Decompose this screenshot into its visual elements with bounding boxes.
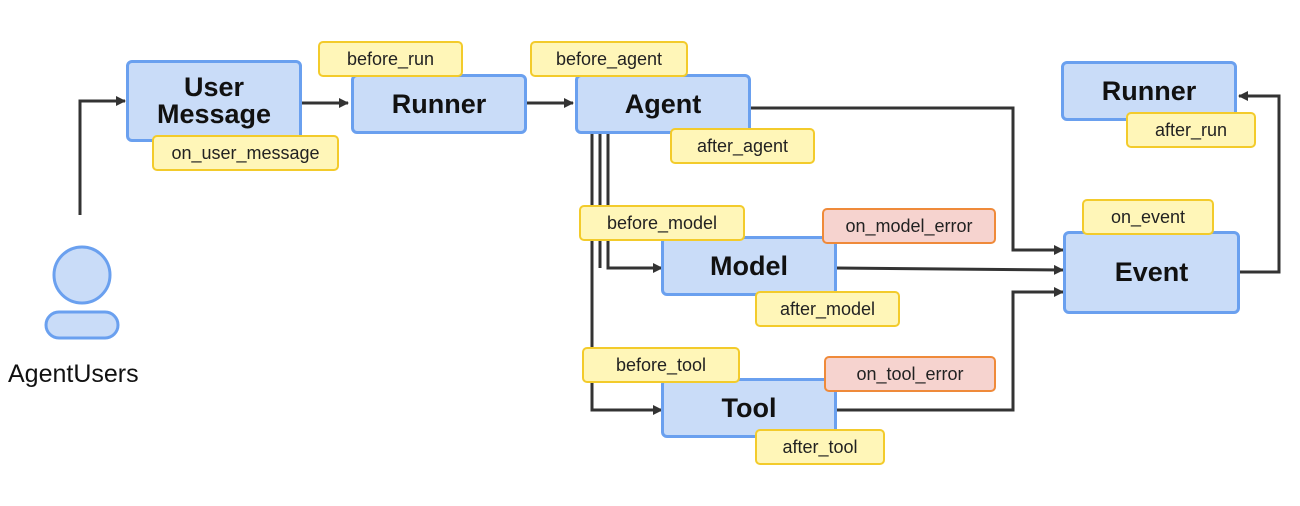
- arrow-event-to-runner: [1238, 91, 1281, 274]
- person-icon: [44, 245, 120, 340]
- callback-before-model: before_model: [579, 205, 745, 241]
- arrow-model-to-event: [835, 264, 1064, 275]
- arrow-user-to-message: [78, 96, 126, 215]
- node-runner: Runner: [351, 74, 527, 134]
- arrow-agent-to-model: [606, 134, 663, 273]
- callback-after-tool: after_tool: [755, 429, 885, 465]
- node-model: Model: [661, 236, 837, 296]
- arrow-tool-to-event: [836, 287, 1064, 412]
- node-runner-end: Runner: [1061, 61, 1237, 121]
- callback-after-agent: after_agent: [670, 128, 815, 164]
- callback-after-run: after_run: [1126, 112, 1256, 148]
- callback-before-tool: before_tool: [582, 347, 740, 383]
- node-agent: Agent: [575, 74, 751, 134]
- node-event: Event: [1063, 231, 1240, 314]
- actor-label: AgentUsers: [8, 360, 139, 388]
- arrow-agent-to-event: [750, 106, 1064, 255]
- node-tool: Tool: [661, 378, 837, 438]
- callback-after-model: after_model: [755, 291, 900, 327]
- callback-before-run: before_run: [318, 41, 463, 77]
- node-user-message: User Message: [126, 60, 302, 142]
- callback-on-model-error: on_model_error: [822, 208, 996, 244]
- callback-on-event: on_event: [1082, 199, 1214, 235]
- callback-on-user-message: on_user_message: [152, 135, 339, 171]
- callback-on-tool-error: on_tool_error: [824, 356, 996, 392]
- callback-before-agent: before_agent: [530, 41, 688, 77]
